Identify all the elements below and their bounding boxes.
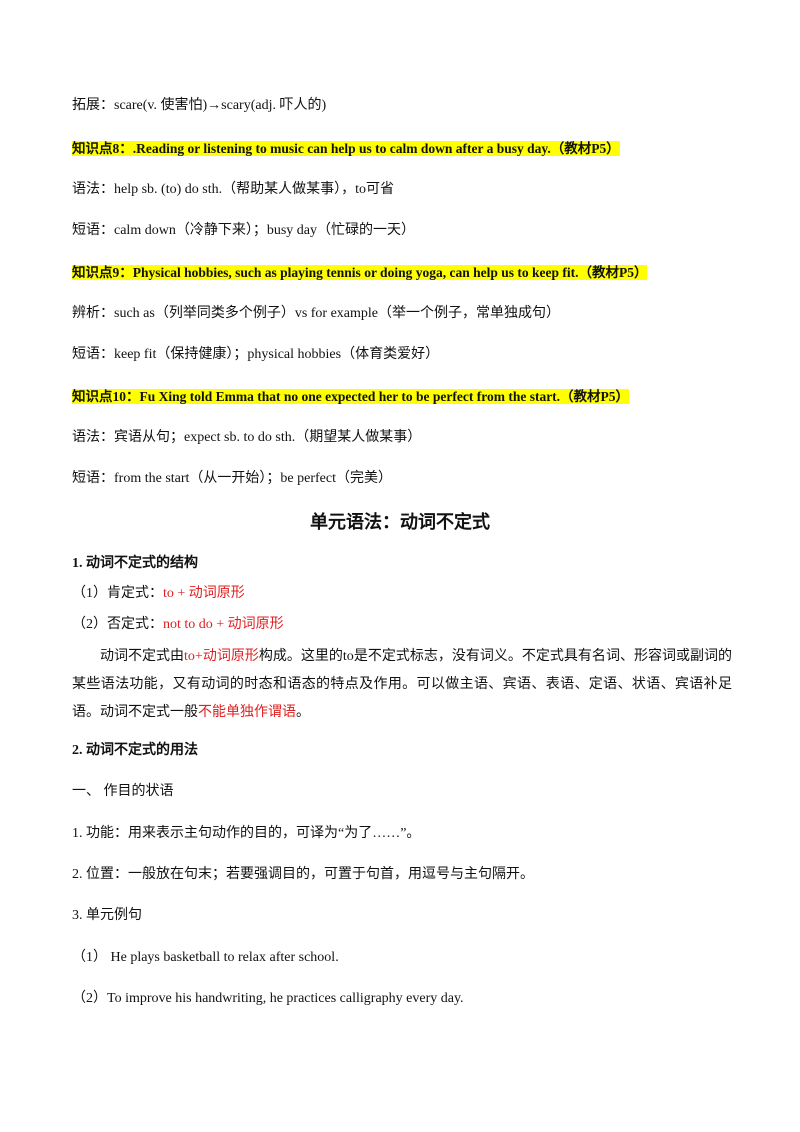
knowledge-point-9-text: 知识点9：Physical hobbies, such as playing t…: [72, 265, 648, 280]
extension-line: 拓展：scare(v. 使害怕)→scary(adj. 吓人的): [72, 98, 327, 113]
para-highlight-2: 不能单独作谓语: [198, 705, 296, 720]
knowledge-point-10: 知识点10：Fu Xing told Emma that no one expe…: [72, 386, 631, 408]
grammar-line-help: 语法：help sb. (to) do sth.（帮助某人做某事），to可省: [72, 182, 394, 197]
affirmative-value: to + 动词原形: [163, 586, 245, 601]
phrase-line-start: 短语：from the start（从一开始）；be perfect（完美）: [72, 471, 392, 486]
phrase-line-keep-fit: 短语：keep fit（保持健康）；physical hobbies（体育类爱好…: [72, 347, 440, 362]
negative-label: （2）否定式：: [72, 617, 163, 632]
negative-form: （2）否定式：not to do + 动词原形: [72, 615, 284, 635]
knowledge-point-10-text: 知识点10：Fu Xing told Emma that no one expe…: [72, 389, 630, 404]
para-part-3: 。: [296, 705, 310, 720]
usage-item-function: 1. 功能：用来表示主句动作的目的，可译为“为了……”。: [72, 826, 421, 841]
negative-value: not to do + 动词原形: [163, 617, 284, 632]
analysis-line-such-as: 辨析：such as（列举同类多个例子）vs for example（举一个例子…: [72, 306, 561, 321]
infinitive-description: 动词不定式由to+动词原形构成。这里的to是不定式标志，没有词义。不定式具有名词…: [72, 643, 732, 727]
example-sentence-1: （1） He plays basketball to relax after s…: [72, 950, 339, 965]
usage-subheading: 一、 作目的状语: [72, 784, 174, 799]
usage-heading: 2. 动词不定式的用法: [72, 743, 198, 758]
example-sentence-2: （2）To improve his handwriting, he practi…: [72, 991, 464, 1006]
para-highlight-1: to+动词原形: [184, 649, 259, 664]
usage-item-examples: 3. 单元例句: [72, 908, 142, 923]
knowledge-point-8: 知识点8：.Reading or listening to music can …: [72, 138, 622, 160]
section-title: 单元语法：动词不定式: [310, 512, 490, 532]
structure-heading: 1. 动词不定式的结构: [72, 556, 198, 571]
affirmative-form: （1）肯定式：to + 动词原形: [72, 584, 245, 604]
grammar-line-expect: 语法：宾语从句；expect sb. to do sth.（期望某人做某事）: [72, 430, 422, 445]
knowledge-point-8-text: 知识点8：.Reading or listening to music can …: [72, 141, 620, 156]
para-part-1: 动词不定式由: [100, 649, 185, 664]
knowledge-point-9: 知识点9：Physical hobbies, such as playing t…: [72, 262, 649, 284]
usage-item-position: 2. 位置：一般放在句末；若要强调目的，可置于句首，用逗号与主句隔开。: [72, 867, 534, 882]
phrase-line-calm: 短语：calm down（冷静下来）；busy day（忙碌的一天）: [72, 223, 415, 238]
para-part-2: 构成。这里的to是不定式标志，没有词义。不定式具有名词、形容词或副词的某些语法功…: [72, 649, 732, 720]
affirmative-label: （1）肯定式：: [72, 586, 163, 601]
